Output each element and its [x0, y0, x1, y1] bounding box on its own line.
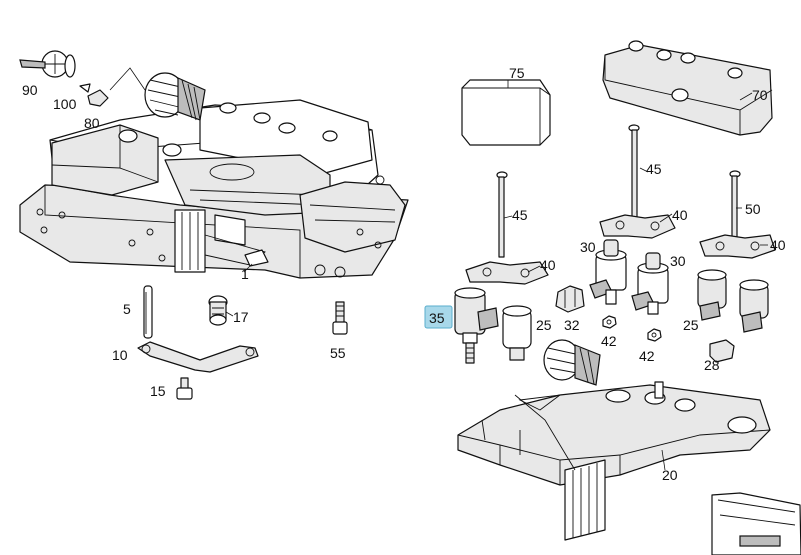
label-90: 90 — [22, 82, 38, 98]
pin-5 — [143, 285, 153, 339]
bracket-40-left — [465, 261, 549, 285]
bolt-50 — [729, 170, 741, 239]
label-25-left: 25 — [536, 317, 552, 333]
harness-tray-20 — [457, 339, 771, 541]
part-17 — [208, 295, 228, 326]
solenoid-30-right — [631, 252, 669, 315]
bracket-40-right — [699, 234, 776, 259]
label-70: 70 — [752, 87, 768, 103]
label-45-left: 45 — [512, 207, 528, 223]
label-32: 32 — [564, 317, 580, 333]
bracket-40-mid — [599, 214, 676, 239]
highlight-35-box — [424, 305, 453, 329]
housing-70 — [602, 40, 773, 136]
label-80: 80 — [84, 115, 100, 131]
bolt-45-right — [628, 124, 640, 226]
label-30-left: 30 — [580, 239, 596, 255]
label-28: 28 — [704, 357, 720, 373]
label-5: 5 — [123, 301, 131, 317]
label-1: 1 — [241, 266, 249, 282]
label-20: 20 — [662, 467, 678, 483]
label-17: 17 — [233, 309, 249, 325]
bolt-15 — [176, 377, 193, 400]
label-75: 75 — [509, 65, 525, 81]
transmission-outline — [711, 492, 801, 555]
part-28 — [709, 339, 735, 363]
label-40-left: 40 — [540, 257, 556, 273]
label-50: 50 — [745, 201, 761, 217]
solenoid-25-right-b — [739, 279, 769, 333]
label-100: 100 — [53, 96, 77, 112]
label-15: 15 — [150, 383, 166, 399]
label-42-left: 42 — [601, 333, 617, 349]
part-80 — [87, 89, 109, 107]
solenoid-35 — [454, 287, 499, 364]
label-10: 10 — [112, 347, 128, 363]
clip-32 — [555, 285, 585, 313]
solenoid-30-left — [589, 239, 627, 305]
valve-body-assembly — [19, 67, 409, 279]
label-42-right: 42 — [639, 348, 655, 364]
label-40-right: 40 — [770, 237, 786, 253]
cover-75 — [461, 79, 551, 146]
bolt-45-left — [496, 171, 508, 258]
label-45-right: 45 — [646, 161, 662, 177]
solenoid-25-right-a — [697, 269, 727, 321]
label-55: 55 — [330, 345, 346, 361]
part-100 — [79, 83, 91, 93]
label-25-right: 25 — [683, 317, 699, 333]
solenoid-25-left — [502, 305, 532, 361]
part-90 — [19, 50, 76, 78]
link-10 — [137, 341, 259, 373]
leader-lines — [225, 80, 768, 471]
nut-42-right — [647, 328, 662, 342]
label-35: 35 — [429, 310, 445, 326]
bolt-55 — [332, 301, 348, 335]
callout-labels: 90 100 80 1 5 17 55 10 15 75 70 45 45 40… — [22, 65, 786, 483]
label-40-mid: 40 — [672, 207, 688, 223]
spring-coil-top — [144, 72, 206, 121]
label-30-right: 30 — [670, 253, 686, 269]
nut-42-left — [602, 315, 617, 329]
